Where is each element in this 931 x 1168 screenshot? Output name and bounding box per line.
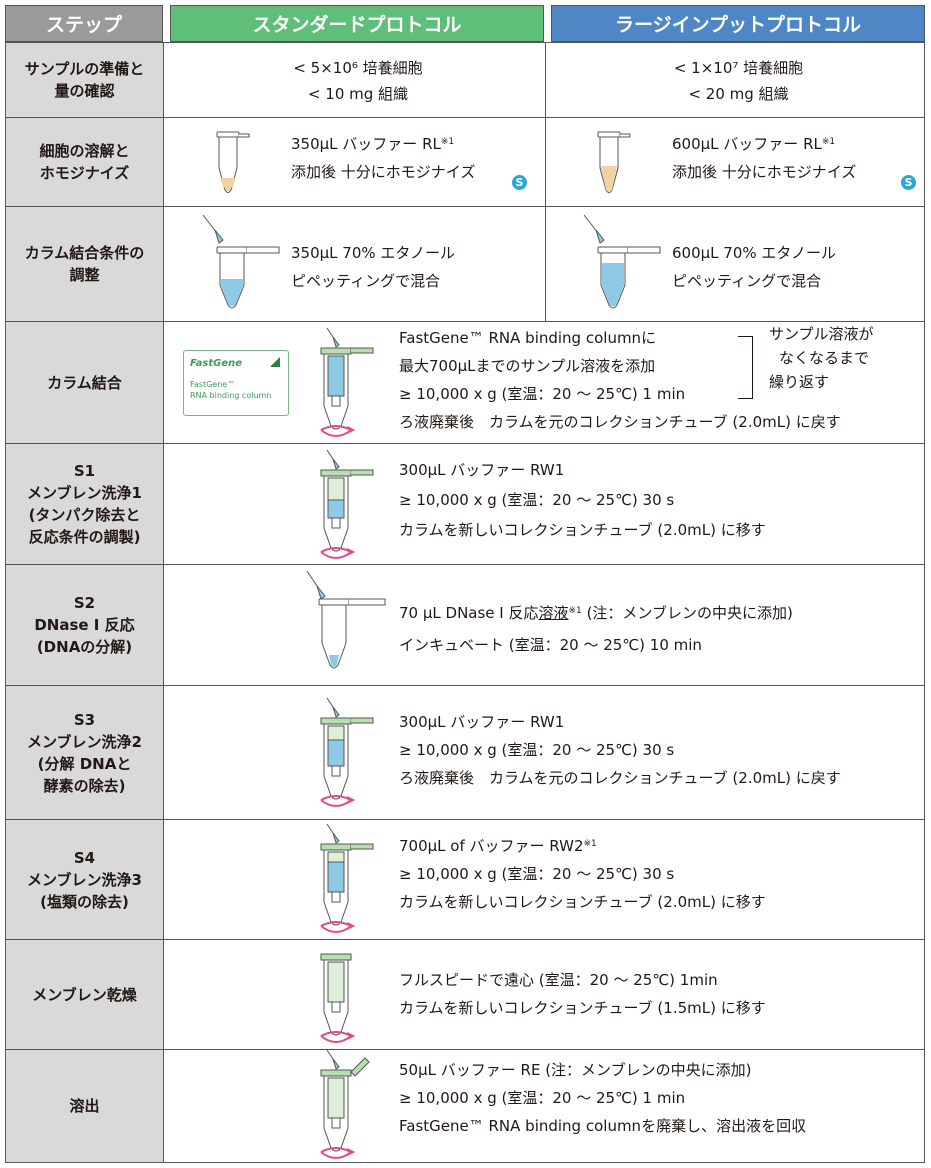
s2-cell: 70 μL DNase I 反応溶液※1 (注：メンブレンの中央に添加) インキ…: [171, 565, 925, 685]
binding-line-4: ろ液廃棄後 カラムを元のコレクションチューブ (2.0mL) に戻す: [399, 413, 841, 431]
card-product: RNA binding column: [190, 391, 272, 400]
buffer-rl-volume: 350μL バッファー RL: [291, 135, 441, 153]
note-mark: ※1: [583, 839, 597, 849]
s3-line-2: ≥ 10,000 x g (室温：20 ～ 25℃) 30 s: [399, 741, 675, 759]
repeat-note-3: 繰り返す: [769, 373, 830, 391]
microtube-icon: [202, 214, 280, 309]
step-label: 溶出: [6, 1050, 164, 1162]
binding-line-1: FastGene™ RNA binding columnに: [399, 329, 657, 347]
homogenize-instruction: 添加後 十分にホモジナイズ: [672, 163, 857, 181]
homogenize-instruction: 添加後 十分にホモジナイズ: [291, 163, 476, 181]
shaker-badge-icon: S: [901, 175, 916, 190]
s1-line-3: カラムを新しいコレクションチューブ (2.0mL) に移す: [399, 521, 766, 539]
ethanol-volume: 350μL 70% エタノール: [291, 244, 455, 262]
s1-line-2: ≥ 10,000 x g (室温：20 ～ 25℃) 30 s: [399, 491, 675, 509]
row-binding: カラム結合 FastGene FastGene™ RNA binding col…: [5, 322, 925, 444]
elute-line-2: ≥ 10,000 x g (室温：20 ～ 25℃) 1 min: [399, 1089, 686, 1107]
header-standard-protocol: スタンダードプロトコル: [170, 5, 544, 42]
shaker-badge-icon: S: [512, 175, 527, 190]
note-mark: ※1: [568, 606, 582, 616]
s2-line-2: インキュベート (室温：20 ～ 25℃) 10 min: [399, 636, 702, 654]
microtube-icon: [583, 214, 661, 309]
standard-cell: 350μL 70% エタノール ピペッティングで混合: [171, 207, 546, 321]
binding-cell: FastGene FastGene™ RNA binding column Fa…: [171, 322, 925, 443]
step-label: サンプルの準備と 量の確認: [6, 43, 164, 117]
s1-line-1: 300μL バッファー RW1: [399, 461, 565, 479]
standard-cells-amount: < 5×10⁶ 培養細胞: [293, 59, 423, 77]
mix-instruction: ピペッティングで混合: [291, 272, 441, 290]
row-dry: メンブレン乾燥 フルスピードで遠心 (室温：20 ～ 25℃) 1min カラム…: [5, 940, 925, 1050]
step-label: 細胞の溶解と ホモジナイズ: [6, 118, 164, 206]
dnase-solution: 溶液: [538, 604, 569, 622]
large-cell: 600μL 70% エタノール ピペッティングで混合: [552, 207, 925, 321]
s1-cell: 300μL バッファー RW1 ≥ 10,000 x g (室温：20 ～ 25…: [171, 444, 925, 564]
large-cell: < 1×10⁷ 培養細胞 < 20 mg 組織: [552, 43, 925, 117]
buffer-rl-volume: 600μL バッファー RL: [672, 135, 822, 153]
step-label: カラム結合: [6, 322, 164, 443]
spin-column-icon: [320, 697, 374, 807]
step-label: S4 メンブレン洗浄3 (塩類の除去): [6, 820, 164, 939]
s4-line-3: カラムを新しいコレクションチューブ (2.0mL) に移す: [399, 893, 766, 911]
spin-column-icon: [320, 823, 374, 933]
row-s3: S3 メンブレン洗浄2 (分解 DNAと 酵素の除去) 300μL バッファー …: [5, 686, 925, 820]
binding-line-2: 最大700μLまでのサンプル溶液を添加: [399, 357, 656, 375]
step-label: S2 DNase I 反応 (DNAの分解): [6, 565, 164, 685]
s3-cell: 300μL バッファー RW1 ≥ 10,000 x g (室温：20 ～ 25…: [171, 686, 925, 819]
large-cells-amount: < 1×10⁷ 培養細胞: [673, 59, 804, 77]
repeat-note-1: サンプル溶液が: [769, 325, 874, 343]
row-elute: 溶出 50μL バッファー RE (注：メンブレンの中央に添加) ≥ 10,00…: [5, 1049, 925, 1163]
row-sample: サンプルの準備と 量の確認 < 5×10⁶ 培養細胞 < 10 mg 組織 < …: [5, 42, 925, 118]
dry-line-1: フルスピードで遠心 (室温：20 ～ 25℃) 1min: [399, 971, 718, 989]
buffer-rw2-volume: 700μL of バッファー RW2: [399, 837, 584, 855]
mix-instruction: ピペッティングで混合: [672, 272, 822, 290]
dry-cell: フルスピードで遠心 (室温：20 ～ 25℃) 1min カラムを新しいコレクシ…: [171, 940, 925, 1049]
large-tissue-amount: < 20 mg 組織: [688, 85, 789, 103]
fastgene-column-card-icon: FastGene FastGene™ RNA binding column: [183, 350, 289, 416]
header-step: ステップ: [5, 5, 163, 42]
step-label: カラム結合条件の 調整: [6, 207, 164, 321]
microtube-icon: [597, 131, 631, 193]
step-label: S1 メンブレン洗浄1 (タンパク除去と 反応条件の調製): [6, 444, 164, 564]
note-mark: ※1: [440, 137, 455, 147]
standard-tissue-amount: < 10 mg 組織: [307, 85, 409, 103]
ethanol-volume: 600μL 70% エタノール: [672, 244, 836, 262]
row-s1: S1 メンブレン洗浄1 (タンパク除去と 反応条件の調製) 300μL バッファ…: [5, 444, 925, 565]
microtube-icon: [216, 131, 250, 193]
step-label: S3 メンブレン洗浄2 (分解 DNAと 酵素の除去): [6, 686, 164, 819]
s4-line-2: ≥ 10,000 x g (室温：20 ～ 25℃) 30 s: [399, 865, 675, 883]
standard-cell: < 5×10⁶ 培養細胞 < 10 mg 組織: [171, 43, 546, 117]
card-brand: FastGene™: [190, 380, 236, 389]
note-mark: ※1: [821, 137, 836, 147]
header-large-input-protocol: ラージインプットプロトコル: [551, 5, 925, 42]
microtube-icon: [306, 570, 386, 669]
row-s2: S2 DNase I 反応 (DNAの分解) 70 μL DNase I 反応溶…: [5, 565, 925, 686]
s4-cell: 700μL of バッファー RW2※1 ≥ 10,000 x g (室温：20…: [171, 820, 925, 939]
row-lysis: 細胞の溶解と ホモジナイズ 350μL バッファー RL※1 添加後 十分にホモ…: [5, 118, 925, 207]
s3-line-1: 300μL バッファー RW1: [399, 713, 565, 731]
binding-line-3: ≥ 10,000 x g (室温：20 ～ 25℃) 1 min: [399, 385, 686, 403]
row-adjust: カラム結合条件の 調整 350μL 70% エタノール ピペッティングで混合: [5, 207, 925, 322]
standard-cell: 350μL バッファー RL※1 添加後 十分にホモジナイズ S: [171, 118, 546, 206]
large-cell: 600μL バッファー RL※1 添加後 十分にホモジナイズ S: [552, 118, 925, 206]
repeat-note-2: なくなるまで: [779, 349, 870, 367]
repeat-bracket: [738, 336, 753, 399]
spin-column-icon: [320, 449, 374, 559]
spin-column-icon: [320, 953, 356, 1043]
spin-column-icon: [320, 327, 374, 437]
fastgene-logo: FastGene: [190, 358, 243, 369]
flag-icon: [270, 357, 280, 367]
s3-line-3: ろ液廃棄後 カラムを元のコレクションチューブ (2.0mL) に戻す: [399, 769, 841, 787]
elute-cell: 50μL バッファー RE (注：メンブレンの中央に添加) ≥ 10,000 x…: [171, 1049, 925, 1162]
dry-line-2: カラムを新しいコレクションチューブ (1.5mL) に移す: [399, 999, 766, 1017]
step-label: メンブレン乾燥: [6, 940, 164, 1049]
dnase-note: (注：メンブレンの中央に添加): [581, 604, 793, 622]
elute-line-3: FastGene™ RNA binding columnを廃棄し、溶出液を回収: [399, 1117, 807, 1135]
elute-line-1: 50μL バッファー RE (注：メンブレンの中央に添加): [399, 1061, 752, 1079]
row-s4: S4 メンブレン洗浄3 (塩類の除去) 700μL of バッファー RW2※1…: [5, 820, 925, 940]
dnase-volume: 70 μL DNase I 反応: [399, 604, 539, 622]
spin-column-icon: [320, 1049, 370, 1159]
